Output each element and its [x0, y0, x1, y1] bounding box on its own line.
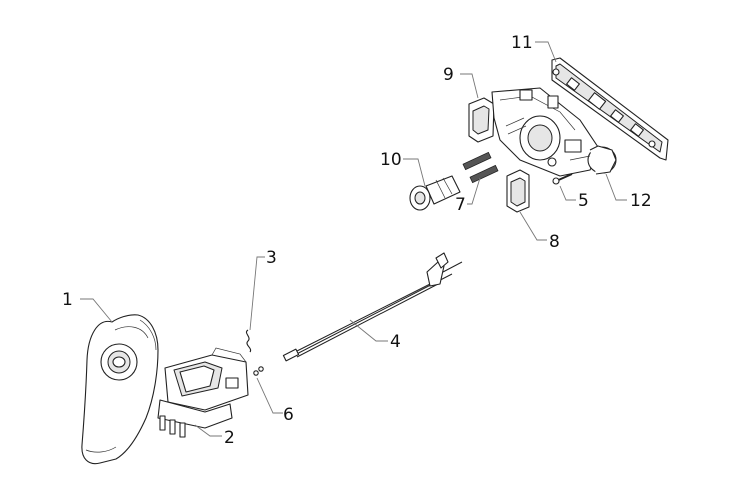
callout-1: 1 — [62, 290, 73, 310]
part-2-housing — [157, 347, 249, 438]
callout-labels: 1 2 3 4 5 6 7 8 9 10 11 12 — [62, 33, 652, 448]
leader-lines — [80, 41, 627, 437]
part-9-rocker — [468, 97, 495, 143]
callout-3: 3 — [266, 248, 277, 268]
callout-2: 2 — [224, 428, 235, 448]
callout-9: 9 — [443, 65, 454, 85]
mechanism-body — [491, 87, 601, 177]
callout-8: 8 — [549, 232, 560, 252]
part-4-shaft — [282, 252, 463, 362]
callout-6: 6 — [283, 405, 294, 425]
callout-4: 4 — [390, 332, 401, 352]
callout-7: 7 — [455, 195, 466, 215]
part-10-cartridge — [409, 175, 461, 211]
callout-11: 11 — [511, 33, 533, 53]
part-11-circuit-board — [551, 57, 669, 161]
callout-10: 10 — [380, 150, 402, 170]
part-8-rocker — [506, 169, 530, 213]
part-6-o-rings — [253, 366, 264, 376]
part-5-screw — [552, 173, 573, 185]
part-12-knob — [569, 145, 617, 175]
callout-5: 5 — [578, 191, 589, 211]
part-7-seals — [462, 151, 499, 184]
part-1-cover — [81, 314, 159, 465]
part-3-spring-clip — [245, 329, 252, 353]
callout-12: 12 — [630, 191, 652, 211]
